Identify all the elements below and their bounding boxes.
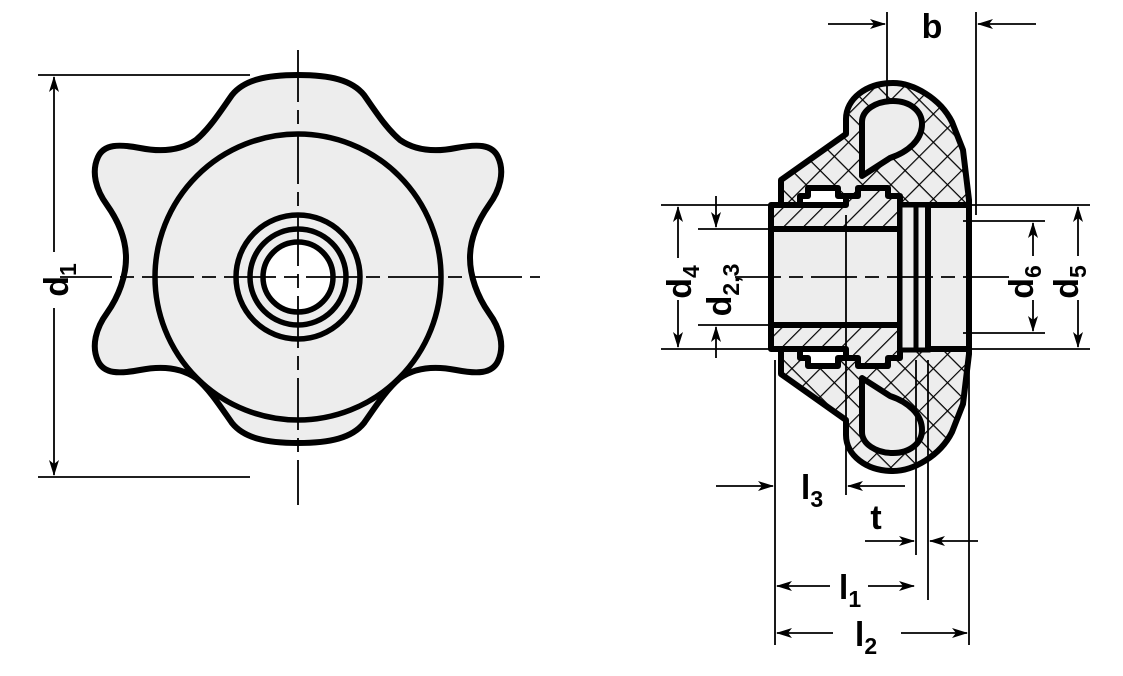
dimension-label-b: b: [922, 8, 943, 46]
dimension-l3: l3: [716, 215, 905, 645]
dimension-t: t: [865, 360, 978, 600]
dimension-d23: d2,3: [698, 196, 775, 358]
dimension-l1: l1: [776, 569, 915, 612]
dimension-label-d1: d1: [38, 263, 81, 297]
dimension-label-t: t: [870, 499, 881, 537]
dimension-label-l3: l3: [801, 469, 823, 512]
dimension-label-d5: d5: [1048, 265, 1091, 299]
dimension-b: b: [828, 8, 1036, 215]
front-view: d1: [38, 50, 540, 505]
dimension-d6: d6: [963, 220, 1046, 334]
dimension-l2: l2: [776, 360, 970, 659]
grip-pocket-upper: [859, 98, 925, 179]
dimension-label-d6: d6: [1003, 265, 1046, 299]
dimension-d1: d1: [38, 74, 250, 478]
dimension-label-l1: l1: [839, 569, 861, 612]
dimension-label-d4: d4: [661, 265, 704, 299]
dimension-d5: d5: [963, 204, 1091, 350]
grip-pocket-lower: [859, 375, 925, 456]
dimension-label-d23: d2,3: [701, 264, 744, 317]
dimension-d4: d4: [661, 204, 775, 350]
dimension-label-l2: l2: [855, 616, 877, 659]
section-view: b d4 d2,3: [661, 8, 1091, 659]
